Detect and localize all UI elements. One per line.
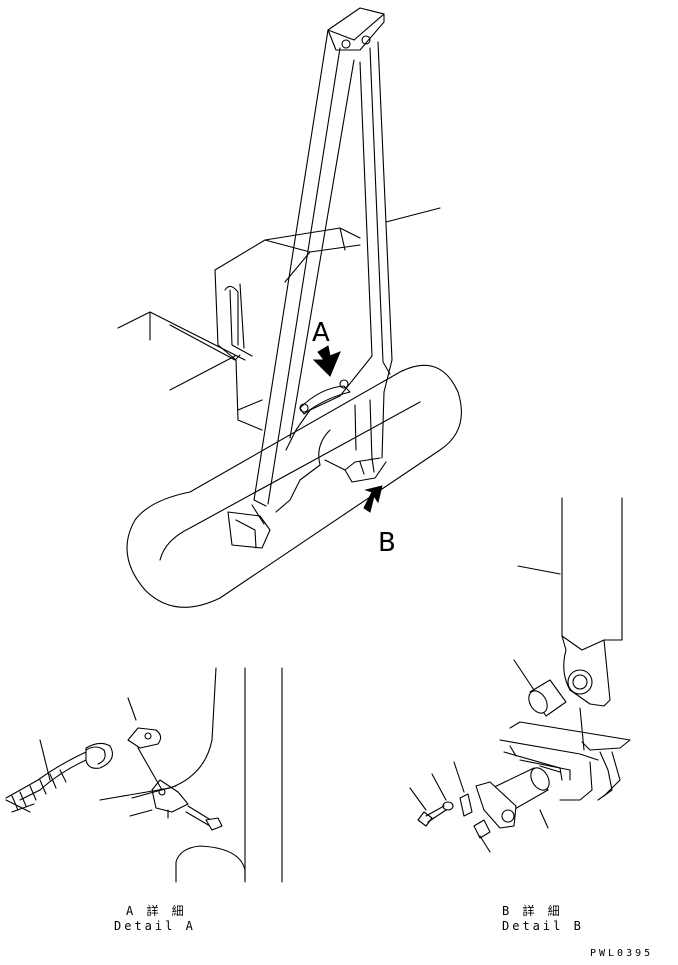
machine-body (117, 227, 462, 608)
detail-b-caption-en: Detail B (502, 919, 584, 933)
detail-b-drawing (409, 497, 631, 853)
boom-frame (227, 7, 441, 549)
detail-b-caption-jp: B 詳 細 (502, 904, 563, 918)
detail-a-caption-en: Detail A (114, 919, 196, 933)
detail-a-caption-jp: A 詳 細 (126, 904, 187, 918)
callout-a-label: A (312, 318, 330, 348)
arrow-b-icon (363, 485, 383, 513)
callout-b-label: B (378, 528, 396, 558)
drawing-code: PWL0395 (590, 948, 654, 959)
detail-a-drawing (5, 667, 283, 883)
arrow-a-icon (312, 345, 341, 377)
